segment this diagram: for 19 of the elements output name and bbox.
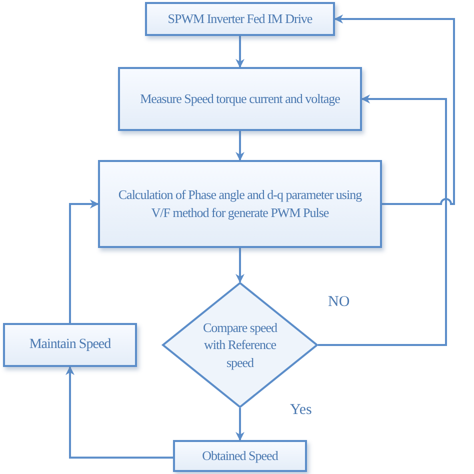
node-text: Calculation of Phase angle and d-q parameter using V/F method for generate PWM Pulse — [117, 186, 363, 222]
arrow — [318, 94, 447, 346]
arrow — [69, 200, 99, 323]
process-box — [145, 2, 335, 36]
arrow — [334, 14, 455, 205]
process-box — [118, 67, 362, 131]
node-text: Obtained Speed — [202, 447, 278, 465]
node-text: Maintain Speed — [29, 336, 111, 354]
process-box — [98, 160, 382, 248]
node-text: SPWM Inverter Fed IM Drive — [168, 10, 312, 28]
process-box — [3, 323, 137, 367]
node-text: Measure Speed torque current and voltage — [140, 90, 340, 108]
arrow — [236, 248, 244, 283]
node-text: Compare speed with Reference speed — [202, 318, 278, 372]
arrow — [236, 408, 244, 441]
process-box — [173, 440, 307, 472]
arrow — [236, 36, 244, 68]
arrow — [66, 366, 173, 459]
arrow — [236, 131, 244, 161]
